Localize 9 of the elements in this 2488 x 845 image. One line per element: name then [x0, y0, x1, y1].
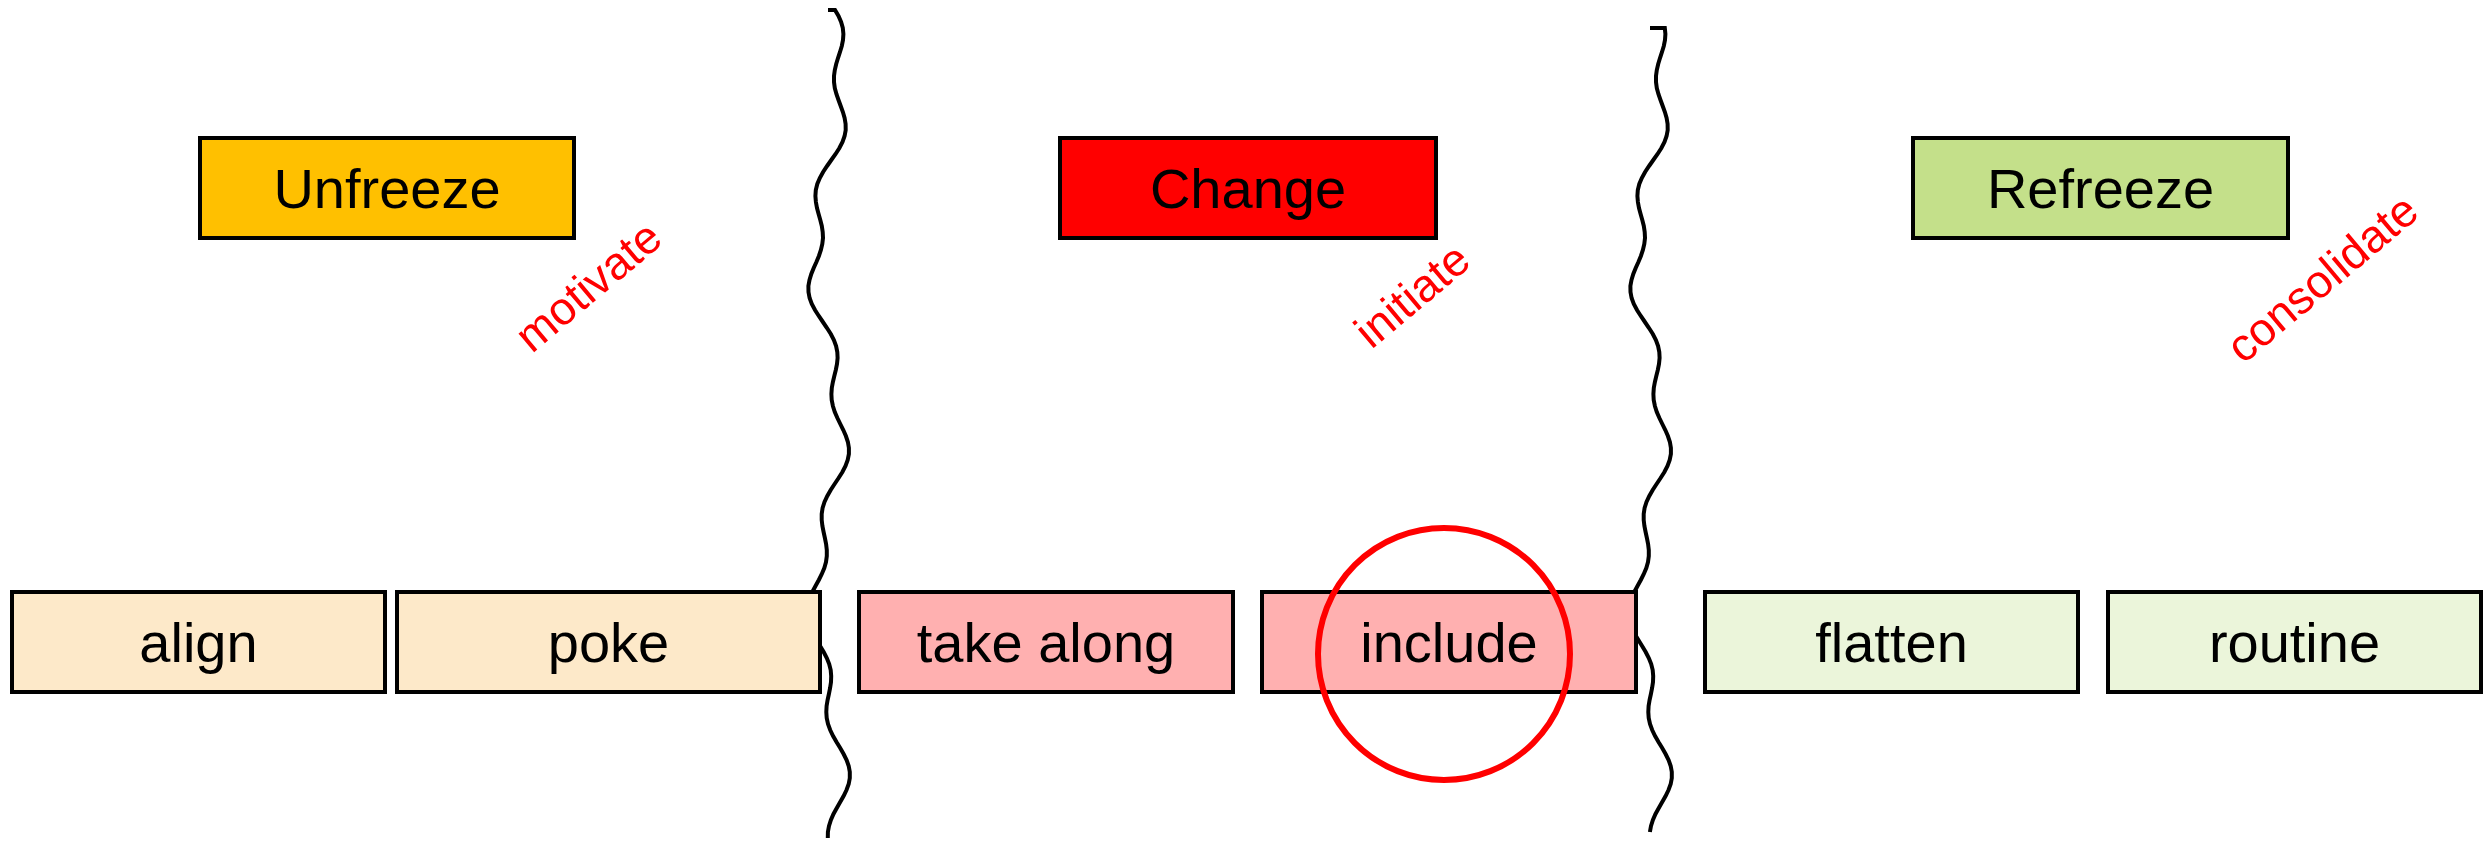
- phase-box: Refreeze: [1911, 136, 2290, 240]
- phase-box: Unfreeze: [198, 136, 576, 240]
- step-box: routine: [2106, 590, 2483, 694]
- step-box: align: [10, 590, 387, 694]
- step-box: include: [1260, 590, 1638, 694]
- phase-box: Change: [1058, 136, 1438, 240]
- step-box: flatten: [1703, 590, 2080, 694]
- step-box: take along: [857, 590, 1235, 694]
- step-box: poke: [395, 590, 822, 694]
